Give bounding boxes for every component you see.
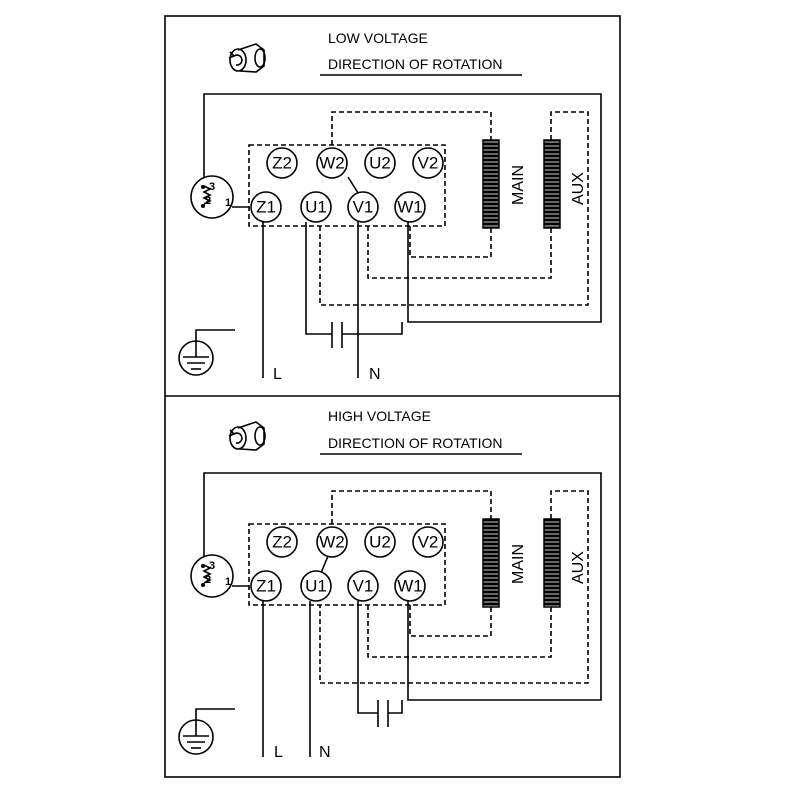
- terminal-label: W1: [397, 577, 423, 596]
- terminal-label: W1: [397, 198, 423, 217]
- wire-w2-main: [331, 111, 492, 145]
- capacitor-icon: [331, 322, 343, 348]
- panel-subtitle: DIRECTION OF ROTATION: [328, 435, 502, 451]
- terminal: [412, 526, 444, 558]
- terminal-box: [248, 523, 446, 606]
- ground-icon: [178, 708, 235, 755]
- terminal: [412, 147, 444, 179]
- terminal-label: W2: [319, 533, 345, 552]
- switch-label-1: 1: [225, 576, 231, 588]
- terminal-row-bottom: Z1 U1 V1 W1: [250, 191, 426, 223]
- wire-main-w1: [409, 226, 492, 258]
- panel-subtitle: DIRECTION OF ROTATION: [328, 56, 502, 72]
- terminal: [364, 147, 396, 179]
- wire-v1-cap: [357, 601, 378, 714]
- terminal: [300, 570, 332, 602]
- wire-switch-loop: [203, 472, 602, 701]
- terminal-label: V1: [353, 577, 374, 596]
- switch-label-2: 2: [205, 574, 211, 586]
- winding-aux-label: AUX: [570, 551, 587, 584]
- wire-aux-u1: [319, 111, 589, 306]
- terminal: [300, 191, 332, 223]
- terminal-row-top: Z2 W2 U2 V2: [266, 147, 444, 179]
- thermal-switch-icon: 3 2 1: [190, 175, 234, 219]
- terminal: [250, 570, 282, 602]
- terminal: [250, 191, 282, 223]
- winding-coil-icon: [482, 518, 500, 608]
- terminal: [316, 147, 348, 179]
- terminal: [347, 570, 379, 602]
- bridge-u1-w2: [320, 555, 329, 574]
- terminal-label: Z1: [256, 577, 276, 596]
- panel-title: LOW VOLTAGE: [328, 30, 428, 46]
- ground-icon: [178, 329, 235, 376]
- terminal: [394, 570, 426, 602]
- terminal: [266, 526, 298, 558]
- terminal-box: [248, 144, 446, 227]
- switch-label-2: 2: [205, 195, 211, 207]
- terminal-label: W2: [319, 154, 345, 173]
- terminal-label: Z2: [272, 154, 292, 173]
- switch-label-1: 1: [225, 197, 231, 209]
- terminal-label: V2: [418, 533, 439, 552]
- terminal-label: Z2: [272, 533, 292, 552]
- winding-main-label: MAIN: [510, 544, 527, 584]
- line-label-n: N: [369, 366, 381, 383]
- thermal-switch-icon: 3 2 1: [190, 554, 234, 598]
- terminal-label: U2: [369, 154, 391, 173]
- rotation-icon: [228, 43, 266, 73]
- wire-cap-w1: [388, 700, 403, 714]
- wire-switch-loop: [203, 93, 602, 323]
- wire-cap-w1: [342, 322, 403, 335]
- terminal-row-top: Z2 W2 U2 V2: [266, 526, 444, 558]
- terminal-label: U1: [305, 198, 327, 217]
- winding-coil-icon: [482, 139, 500, 229]
- terminal-label: U2: [369, 533, 391, 552]
- panel-high-voltage: HIGH VOLTAGE DIRECTION OF ROTATION 3 2 1…: [178, 408, 602, 761]
- wire-u1-cap: [305, 222, 332, 335]
- line-label-n: N: [319, 744, 331, 761]
- wire-w2-main: [331, 490, 492, 524]
- terminal-label: Z1: [256, 198, 276, 217]
- wire-aux-v1: [367, 226, 552, 279]
- winding-coil-icon: [543, 518, 561, 608]
- terminal-label: U1: [305, 577, 327, 596]
- winding-main-label: MAIN: [510, 165, 527, 205]
- terminal-label: V2: [418, 154, 439, 173]
- terminal: [266, 147, 298, 179]
- terminal: [347, 191, 379, 223]
- wire-main-w1: [409, 605, 492, 637]
- panel-title: HIGH VOLTAGE: [328, 408, 431, 424]
- line-label-l: L: [274, 744, 283, 761]
- winding-coil-icon: [543, 139, 561, 229]
- terminal-label: V1: [353, 198, 374, 217]
- terminal-row-bottom: Z1 U1 V1 W1: [250, 570, 426, 602]
- wire-aux-v1: [367, 605, 552, 658]
- terminal: [364, 526, 396, 558]
- switch-label-3: 3: [209, 560, 215, 572]
- switch-label-3: 3: [209, 181, 215, 193]
- rotation-icon: [228, 421, 266, 451]
- wire-aux-u1: [319, 490, 589, 684]
- terminal: [394, 191, 426, 223]
- line-label-l: L: [273, 366, 282, 383]
- winding-aux-label: AUX: [570, 172, 587, 205]
- terminal: [316, 526, 348, 558]
- capacitor-icon: [377, 700, 389, 727]
- panel-low-voltage: LOW VOLTAGE DIRECTION OF ROTATION 3 2 1 …: [178, 30, 602, 383]
